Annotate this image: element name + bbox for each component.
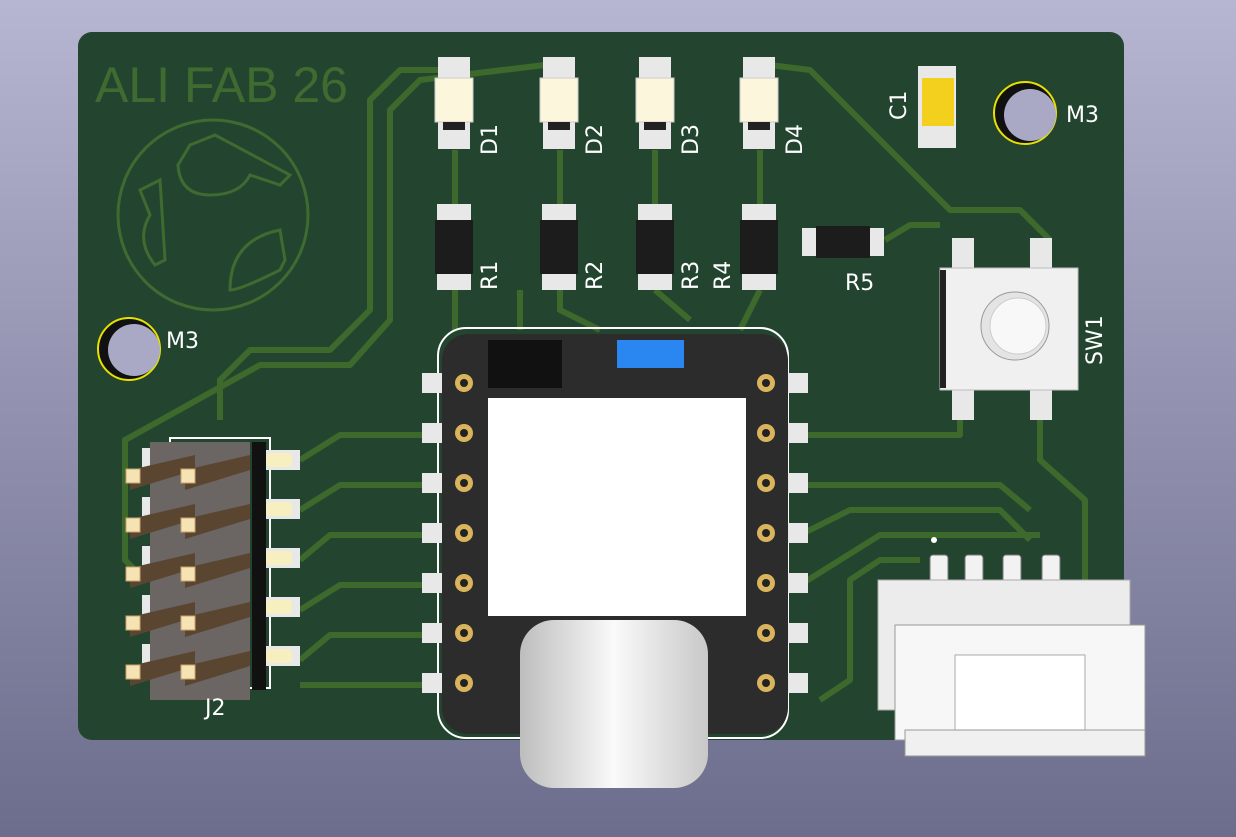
label-d2: D2 xyxy=(583,124,608,155)
label-c1: C1 xyxy=(887,91,912,120)
module-pad xyxy=(788,473,808,493)
label-m3-left: M3 xyxy=(166,329,199,354)
mount-hole-left xyxy=(97,317,161,381)
module-pad xyxy=(788,423,808,443)
label-m3-right: M3 xyxy=(1066,103,1099,128)
board-title: ALI FAB 26 xyxy=(95,57,348,113)
led-3[interactable] xyxy=(635,57,675,149)
led-1[interactable] xyxy=(434,57,474,149)
resistor-r2[interactable] xyxy=(540,204,578,290)
led-2[interactable] xyxy=(539,57,579,149)
label-d3: D3 xyxy=(679,124,704,155)
label-r1: R1 xyxy=(478,261,503,290)
jst-connector[interactable] xyxy=(877,537,1146,757)
header-pin xyxy=(180,664,196,680)
traces xyxy=(122,62,1088,703)
header-pin xyxy=(180,468,196,484)
resistor-r5[interactable] xyxy=(802,226,884,258)
header-pin xyxy=(125,615,141,631)
label-r2: R2 xyxy=(583,261,608,290)
header-pin xyxy=(180,566,196,582)
pin-header-j2[interactable] xyxy=(125,437,300,700)
led-4[interactable] xyxy=(739,57,779,149)
header-pin xyxy=(125,566,141,582)
fab-logo xyxy=(116,118,310,312)
module-pad xyxy=(422,673,442,693)
label-r3: R3 xyxy=(679,261,704,290)
mount-hole-right xyxy=(993,81,1057,145)
module-pad xyxy=(788,573,808,593)
label-r4: R4 xyxy=(711,261,736,290)
usb-c-connector xyxy=(520,620,708,788)
module-pad xyxy=(422,523,442,543)
label-sw1: SW1 xyxy=(1083,315,1108,365)
module-pad xyxy=(788,373,808,393)
header-pin xyxy=(125,468,141,484)
header-pin xyxy=(125,664,141,680)
rf-shield xyxy=(488,398,746,616)
resistor-r3[interactable] xyxy=(636,204,674,290)
header-pin xyxy=(180,517,196,533)
resistor-r1[interactable] xyxy=(435,204,473,290)
led-blue xyxy=(617,340,684,368)
header-pin xyxy=(180,615,196,631)
label-r5: R5 xyxy=(845,271,874,296)
push-switch-sw1[interactable] xyxy=(939,238,1079,420)
capacitor-c1[interactable] xyxy=(918,66,956,148)
label-d1: D1 xyxy=(478,124,503,155)
module-pad xyxy=(422,473,442,493)
module-pad xyxy=(422,373,442,393)
module-pad xyxy=(422,573,442,593)
module-pad xyxy=(788,523,808,543)
module-pad xyxy=(422,423,442,443)
module-pad xyxy=(788,673,808,693)
label-d4: D4 xyxy=(783,124,808,155)
label-j2: J2 xyxy=(203,696,226,721)
module-pad xyxy=(788,623,808,643)
resistor-r4[interactable] xyxy=(740,204,778,290)
header-pin xyxy=(125,517,141,533)
module-pad xyxy=(422,623,442,643)
microcontroller-module[interactable] xyxy=(422,327,808,788)
